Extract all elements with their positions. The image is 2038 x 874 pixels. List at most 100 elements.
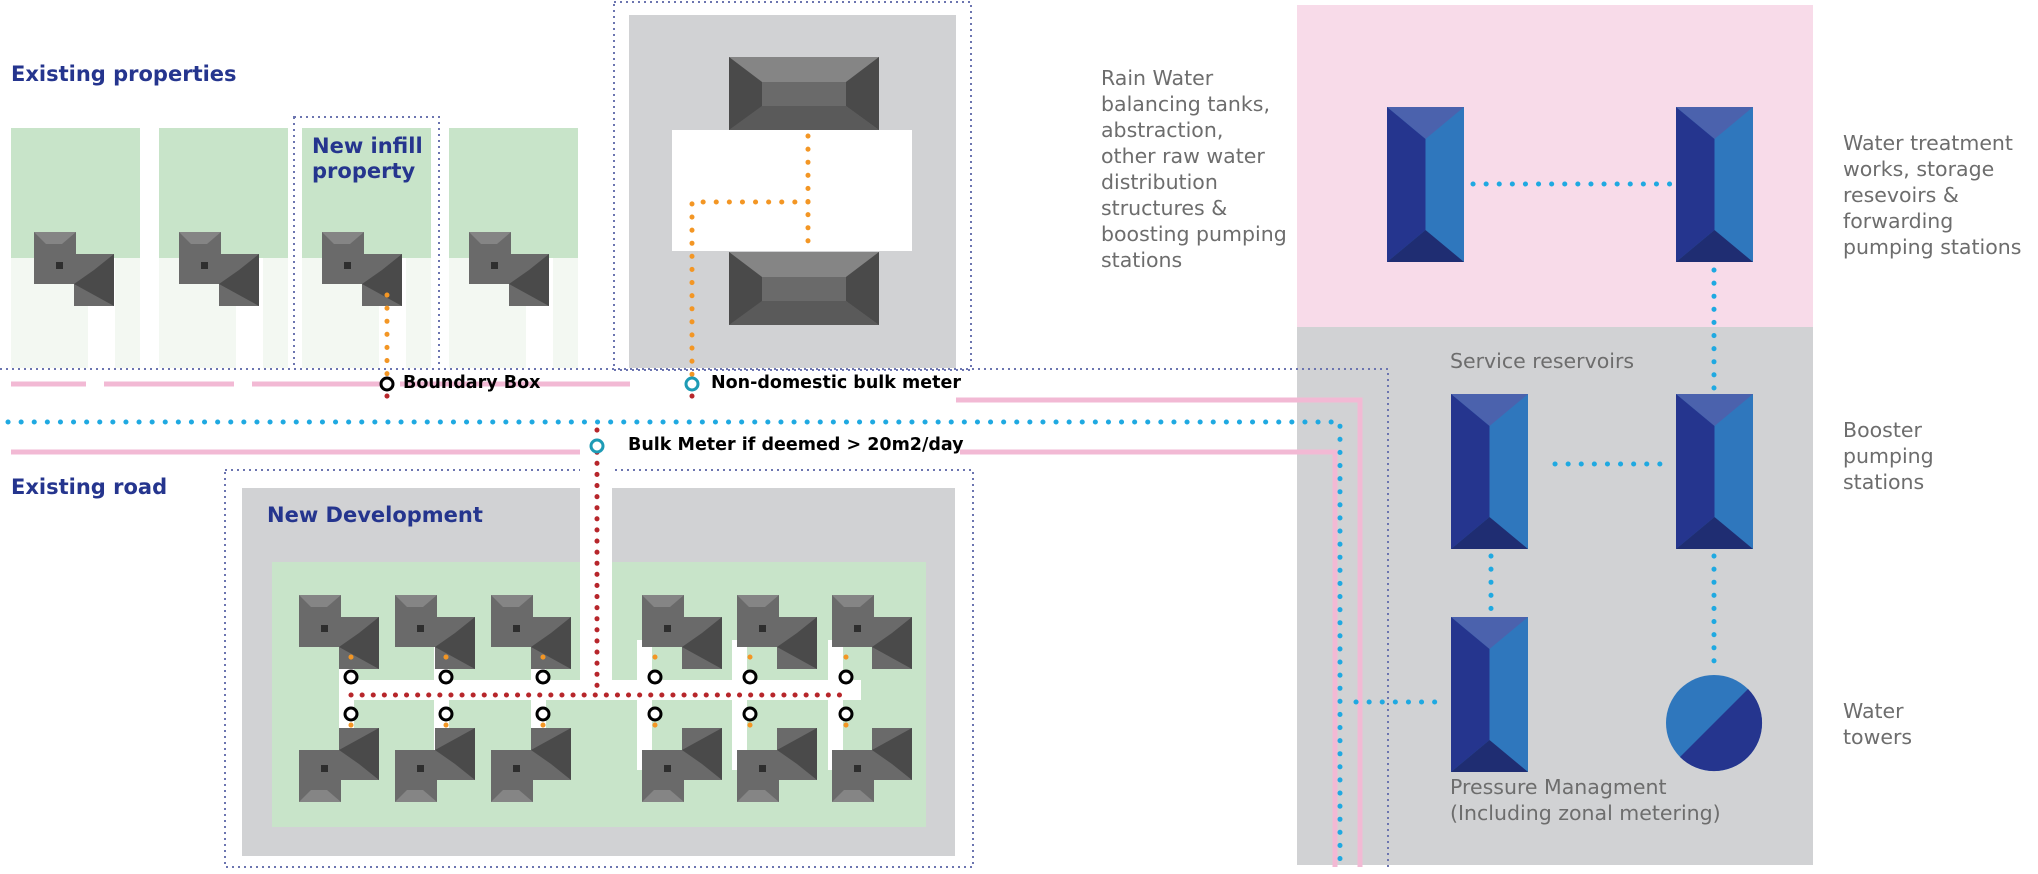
house-face-b xyxy=(362,254,402,306)
road-edge-upper-5 xyxy=(956,397,1363,867)
house-icon-dev-bottom-1 xyxy=(299,728,379,802)
dev-boundary-box-bottom-6 xyxy=(838,706,854,722)
existing-properties-label: Existing properties xyxy=(11,62,237,86)
house-chimney xyxy=(417,765,424,772)
house-face-b xyxy=(872,617,912,669)
house-chimney xyxy=(664,625,671,632)
building-roof-bottom xyxy=(729,106,879,130)
rain-water-label: Rain Water balancing tanks, abstraction,… xyxy=(1101,66,1287,272)
house-face-b xyxy=(777,617,817,669)
reservoir-icon-service-2 xyxy=(1676,394,1753,549)
house-face-b xyxy=(219,254,259,306)
house-icon-dev-top-1 xyxy=(299,595,379,669)
reservoir-left xyxy=(1387,107,1426,262)
reservoir-icon-pressure xyxy=(1451,617,1528,772)
house-icon-dev-top-3 xyxy=(491,595,571,669)
bulk-meter-label: Bulk Meter if deemed > 20m2/day xyxy=(628,435,964,455)
house-icon-dev-top-5 xyxy=(737,595,817,669)
building-roof-top xyxy=(729,252,879,277)
reservoir-top xyxy=(1451,394,1528,426)
dev-boundary-box-top-1 xyxy=(343,669,359,685)
development-house-path-4 xyxy=(637,640,652,770)
reservoir-bottom xyxy=(1451,740,1528,772)
house-face-a xyxy=(34,232,76,244)
reservoir-left xyxy=(1676,107,1715,262)
house-face-b xyxy=(682,617,722,669)
house-face-a xyxy=(299,790,341,802)
house-icon-dev-bottom-4 xyxy=(642,728,722,802)
building-roof-left xyxy=(729,57,762,130)
new-infill-property-label: New infill property xyxy=(312,134,423,183)
reservoir-bottom xyxy=(1676,230,1753,262)
house-face-b xyxy=(339,728,379,780)
non-domestic-boundary xyxy=(613,1,972,371)
building-roof-bottom xyxy=(729,301,879,325)
building-icon-lower xyxy=(729,252,879,325)
house-chimney xyxy=(417,625,424,632)
dev-boundary-box-bottom-1 xyxy=(343,706,359,722)
house-icon-dev-bottom-5 xyxy=(737,728,817,802)
existing-road-boundary xyxy=(0,368,1389,867)
house-face-b xyxy=(435,728,475,780)
house-face-a xyxy=(642,790,684,802)
house-face-a xyxy=(737,790,779,802)
house-chimney xyxy=(513,625,520,632)
house-icon-existing-1 xyxy=(34,232,114,306)
plot-lawn-4 xyxy=(449,128,578,258)
reservoir-bottom xyxy=(1387,230,1464,262)
tower-shade xyxy=(1680,689,1763,772)
house-face-a xyxy=(395,595,437,607)
house-chimney xyxy=(854,625,861,632)
house-icon-dev-bottom-6 xyxy=(832,728,912,802)
dev-boundary-box-bottom-3 xyxy=(535,706,551,722)
house-icon-dev-bottom-3 xyxy=(491,728,571,802)
dev-boundary-box-top-2 xyxy=(438,669,454,685)
house-chimney xyxy=(759,765,766,772)
house-face-a xyxy=(322,232,364,244)
reservoir-bottom xyxy=(1451,517,1528,549)
house-face-a xyxy=(832,790,874,802)
house-chimney xyxy=(344,262,351,269)
boundary-box-icon xyxy=(379,376,395,392)
house-face-b xyxy=(872,728,912,780)
dev-boundary-box-top-5 xyxy=(742,669,758,685)
dev-boundary-box-bottom-2 xyxy=(438,706,454,722)
dev-boundary-box-top-6 xyxy=(838,669,854,685)
service-reservoirs-label: Service reservoirs xyxy=(1450,349,1635,373)
reservoir-icon-service-1 xyxy=(1451,394,1528,549)
water-treatment-label: Water treatment works, storage resevoirs… xyxy=(1843,131,2022,259)
new-development-label: New Development xyxy=(267,503,483,527)
house-chimney xyxy=(491,262,498,269)
house-icon-existing-3 xyxy=(322,232,402,306)
house-icon-dev-bottom-2 xyxy=(395,728,475,802)
water-towers-label: Water towers xyxy=(1843,699,1913,749)
house-face-a xyxy=(469,232,511,244)
house-face-b xyxy=(531,617,571,669)
house-chimney xyxy=(854,765,861,772)
house-face-a xyxy=(491,595,533,607)
house-chimney xyxy=(664,765,671,772)
house-face-b xyxy=(682,728,722,780)
house-face-a xyxy=(737,595,779,607)
house-face-a xyxy=(642,595,684,607)
house-face-b xyxy=(509,254,549,306)
house-face-a xyxy=(832,595,874,607)
pressure-management-label: Pressure Managment (Including zonal mete… xyxy=(1450,775,1721,825)
bulk-meter-icon xyxy=(589,438,605,454)
non-domestic-bulk-meter-label: Non-domestic bulk meter xyxy=(711,373,961,393)
non-domestic-bulk-meter-icon xyxy=(684,376,700,392)
building-roof-left xyxy=(729,252,762,325)
development-house-path-6 xyxy=(828,640,843,770)
road-distribution-main xyxy=(5,419,1343,868)
house-icon-existing-2 xyxy=(179,232,259,306)
house-face-b xyxy=(74,254,114,306)
house-face-b xyxy=(531,728,571,780)
house-chimney xyxy=(201,262,208,269)
building-roof-top xyxy=(729,57,879,82)
boundary-box-label: Boundary Box xyxy=(403,373,541,393)
house-chimney xyxy=(759,625,766,632)
plot-lawn-2 xyxy=(159,128,288,258)
reservoir-left xyxy=(1676,394,1715,549)
